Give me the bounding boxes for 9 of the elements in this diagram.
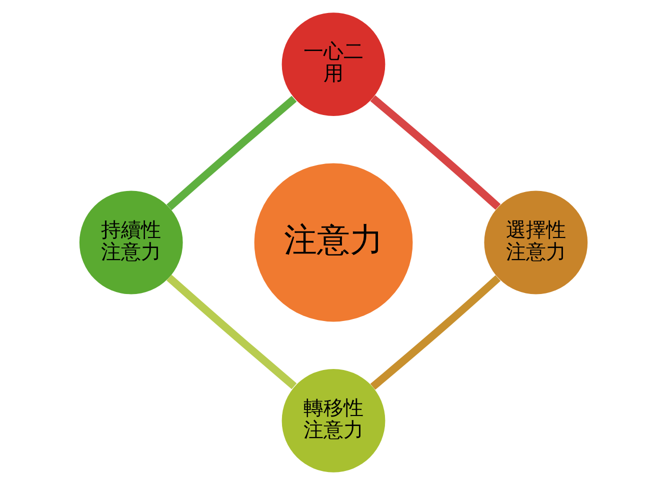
connector	[166, 274, 297, 390]
node-circle: 選擇性注意力	[484, 190, 588, 294]
connector	[166, 96, 297, 210]
node-circle: 轉移性注意力	[282, 369, 386, 472]
connector	[370, 95, 501, 210]
node-circle: 注意力	[254, 163, 413, 322]
connector	[370, 275, 501, 390]
node-circle: 一心二用	[282, 12, 386, 116]
node-circle: 持續性注意力	[79, 190, 183, 294]
